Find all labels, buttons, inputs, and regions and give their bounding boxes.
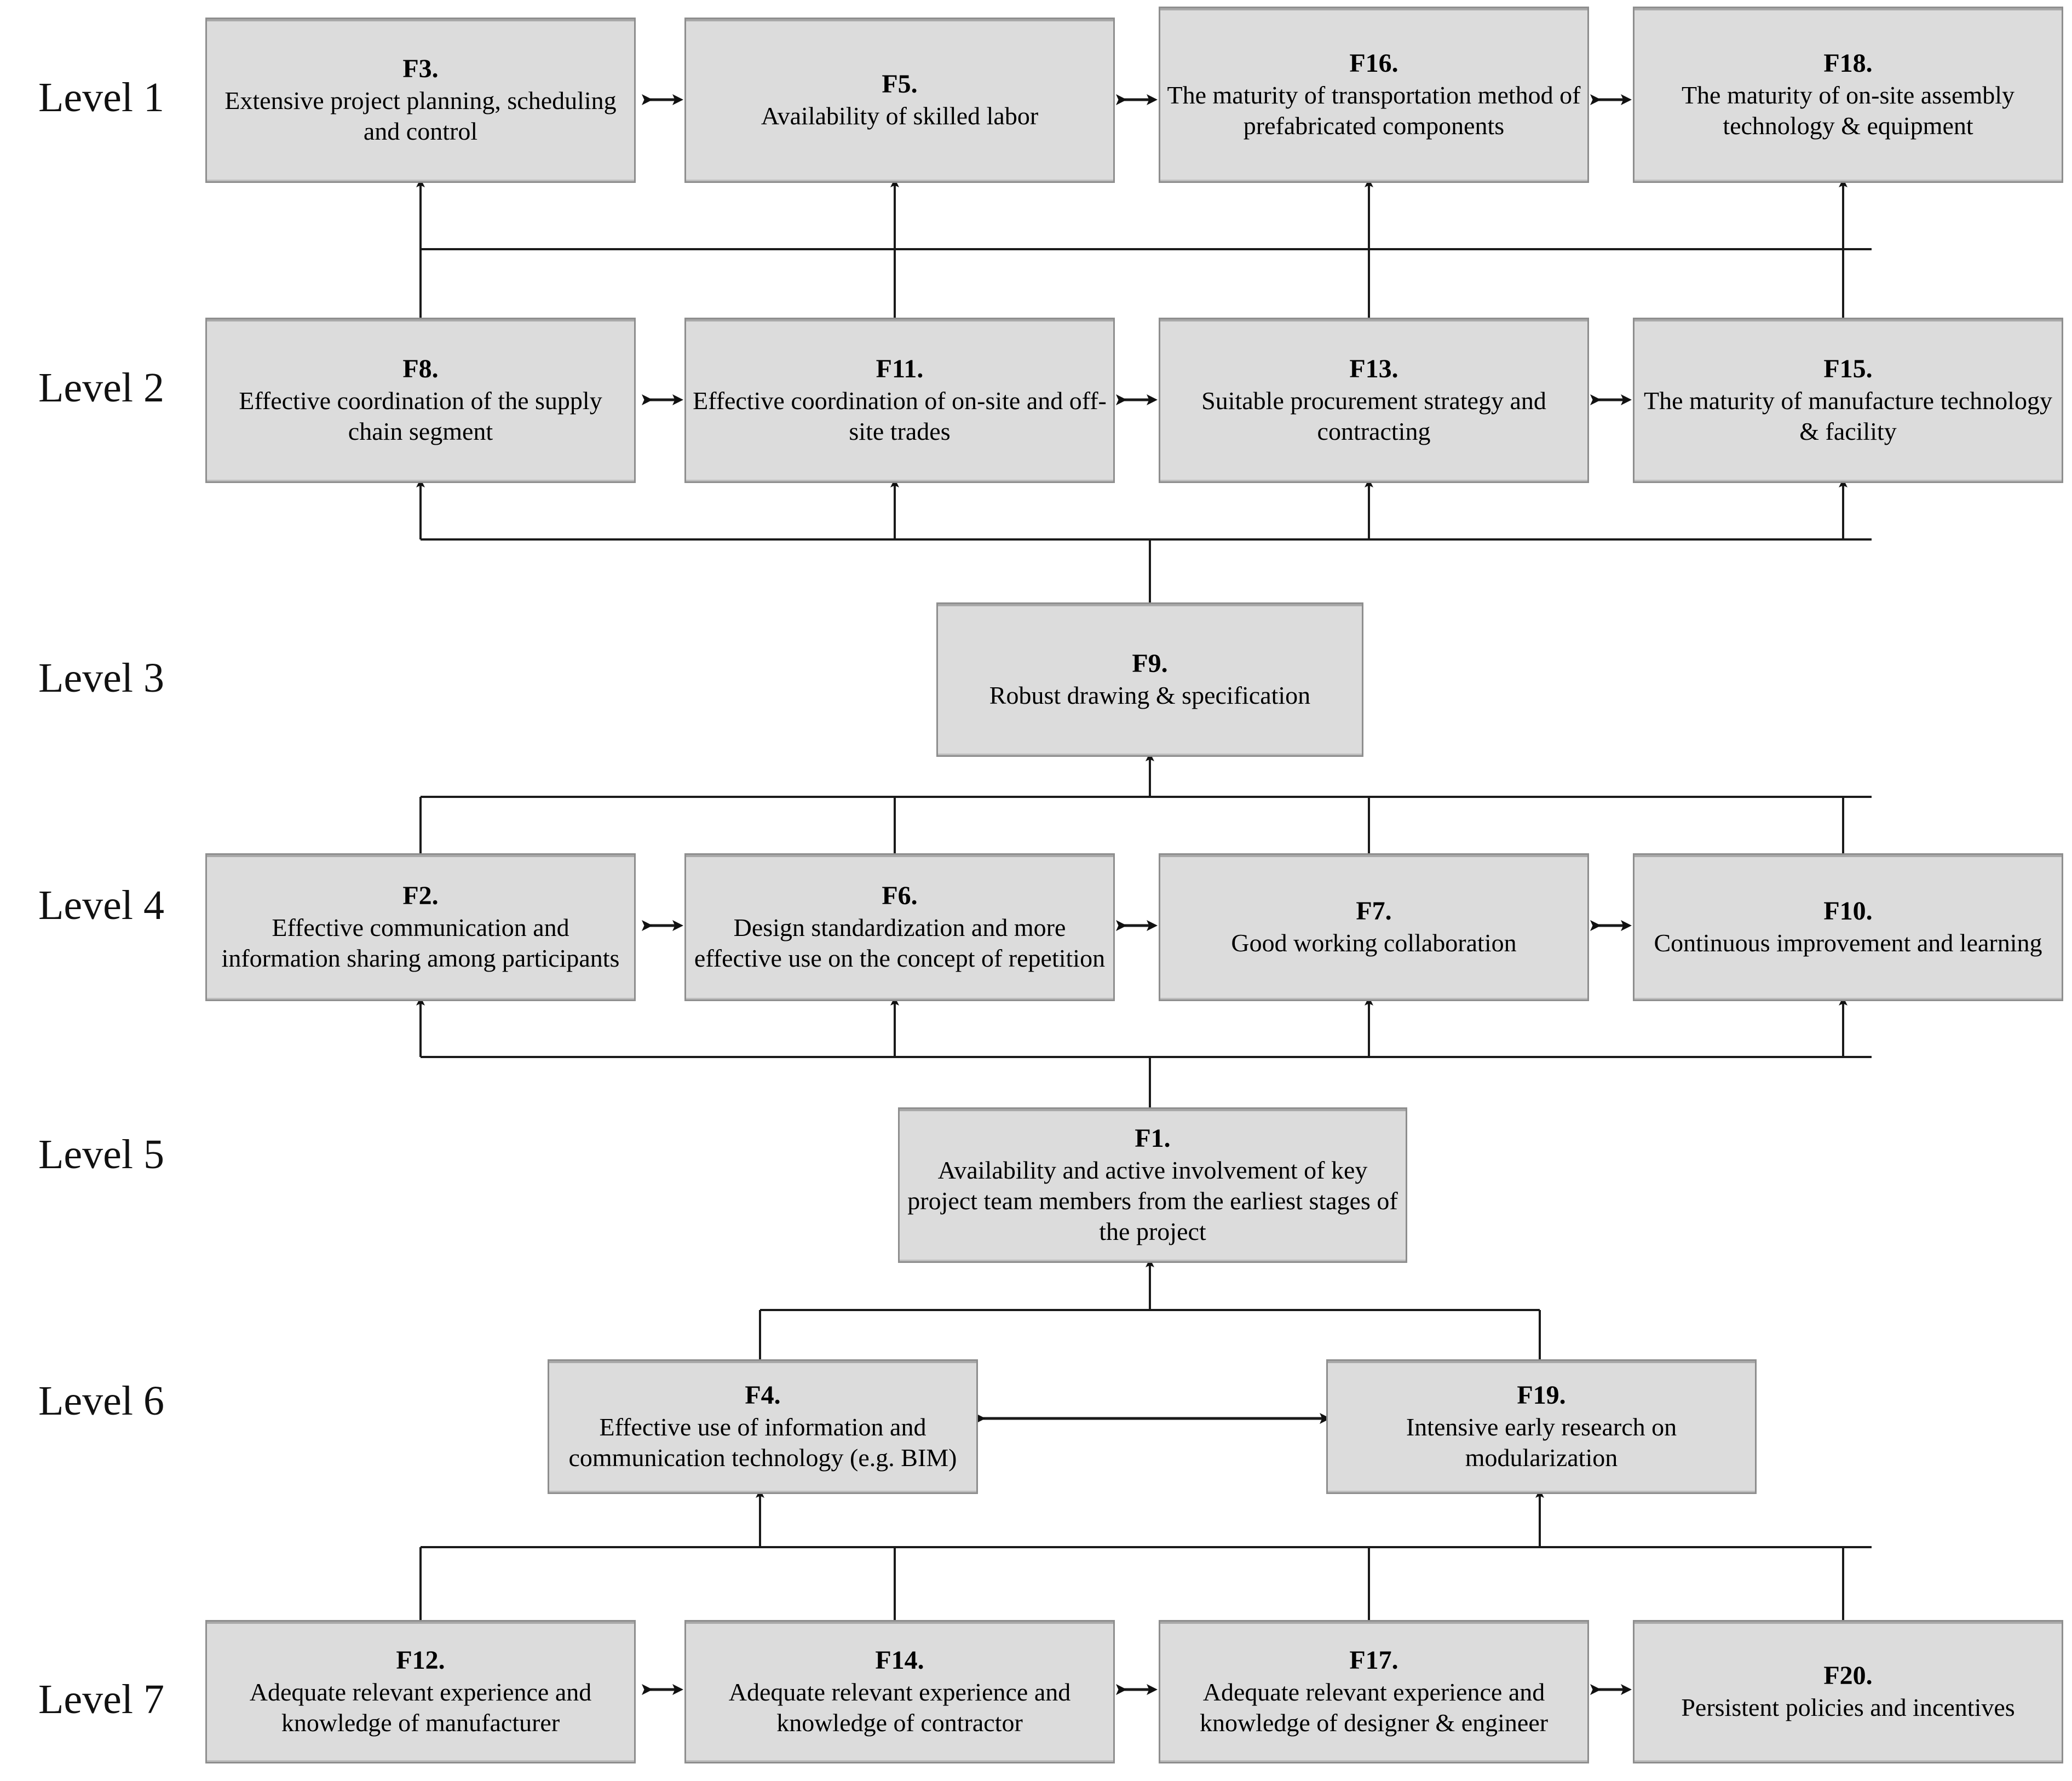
level-label-2: Level 2 (38, 365, 165, 411)
node-f6[interactable]: F6. Design standardization and more effe… (684, 853, 1115, 1001)
level-label-3: Level 3 (38, 655, 165, 701)
node-code: F11. (876, 354, 924, 383)
node-desc: Adequate relevant experience and knowled… (249, 1678, 592, 1737)
level-label-7: Level 7 (38, 1676, 165, 1722)
node-f19[interactable]: F19. Intensive early research on modular… (1326, 1359, 1757, 1494)
node-desc: Availability of skilled labor (761, 102, 1039, 130)
node-f20[interactable]: F20. Persistent policies and incentives (1633, 1620, 2063, 1763)
node-f13[interactable]: F13. Suitable procurement strategy and c… (1159, 318, 1589, 483)
node-f8[interactable]: F8. Effective coordination of the supply… (205, 318, 636, 483)
node-desc: Adequate relevant experience and knowled… (1199, 1678, 1549, 1737)
node-desc: Availability and active involvement of k… (907, 1156, 1398, 1246)
node-f14[interactable]: F14. Adequate relevant experience and kn… (684, 1620, 1115, 1763)
node-code: F4. (745, 1380, 781, 1410)
node-code: F17. (1349, 1645, 1398, 1675)
node-desc: Effective coordination of the supply cha… (239, 387, 602, 446)
node-desc: Robust drawing & specification (989, 681, 1311, 710)
node-desc: Continuous improvement and learning (1654, 929, 2042, 957)
node-f10[interactable]: F10. Continuous improvement and learning (1633, 853, 2063, 1001)
node-desc: The maturity of on-site assembly technol… (1681, 81, 2015, 140)
node-desc: Effective communication and information … (221, 914, 620, 973)
edge-level6-to-level5 (759, 1259, 1541, 1359)
node-f9[interactable]: F9. Robust drawing & specification (936, 602, 1363, 757)
node-code: F18. (1823, 48, 1873, 78)
node-f3[interactable]: F3. Extensive project planning, scheduli… (205, 18, 636, 183)
edge-level7-to-level6 (419, 1489, 1872, 1620)
level-label-5: Level 5 (38, 1131, 165, 1177)
node-code: F13. (1349, 354, 1398, 383)
node-code: F5. (882, 69, 918, 99)
node-f16[interactable]: F16. The maturity of transportation meth… (1159, 7, 1589, 183)
edge-level3-to-level2 (416, 479, 1872, 602)
node-desc: Good working collaboration (1231, 929, 1517, 957)
node-desc: Effective coordination of on-site and of… (693, 387, 1107, 446)
node-code: F16. (1349, 48, 1398, 78)
node-f2[interactable]: F2. Effective communication and informat… (205, 853, 636, 1001)
level-label-6: Level 6 (38, 1378, 165, 1424)
node-f18[interactable]: F18. The maturity of on-site assembly te… (1633, 7, 2063, 183)
edge-level5-to-level4 (416, 997, 1872, 1107)
node-f4[interactable]: F4. Effective use of information and com… (548, 1359, 978, 1494)
node-desc: Persistent policies and incentives (1681, 1693, 2015, 1722)
node-f15[interactable]: F15. The maturity of manufacture technol… (1633, 318, 2063, 483)
node-desc: Extensive project planning, scheduling a… (225, 87, 617, 146)
node-code: F19. (1517, 1380, 1566, 1410)
node-code: F20. (1823, 1661, 1873, 1690)
node-desc: The maturity of transportation method of… (1167, 81, 1581, 140)
node-code: F1. (1135, 1123, 1171, 1153)
node-desc: Suitable procurement strategy and contra… (1201, 387, 1546, 446)
node-f1[interactable]: F1. Availability and active involvement … (898, 1107, 1407, 1263)
node-code: F14. (875, 1645, 924, 1675)
node-code: F10. (1823, 896, 1873, 926)
level-label-1: Level 1 (38, 74, 165, 120)
node-desc: Effective use of information and communi… (568, 1413, 957, 1472)
node-f5[interactable]: F5. Availability of skilled labor (684, 18, 1115, 183)
node-code: F3. (402, 54, 439, 83)
node-code: F2. (402, 881, 439, 910)
node-desc: The maturity of manufacture technology &… (1644, 387, 2052, 446)
node-code: F8. (402, 354, 439, 383)
level-label-4: Level 4 (38, 882, 165, 928)
node-desc: Adequate relevant experience and knowled… (728, 1678, 1071, 1737)
node-desc: Design standardization and more effectiv… (694, 914, 1106, 973)
edge-level4-to-level3 (419, 752, 1872, 854)
edge-level2-to-level1 (416, 179, 1872, 318)
node-f12[interactable]: F12. Adequate relevant experience and kn… (205, 1620, 636, 1763)
node-code: F7. (1356, 896, 1392, 926)
node-code: F6. (882, 881, 918, 910)
node-code: F9. (1132, 648, 1168, 678)
node-desc: Intensive early research on modularizati… (1406, 1413, 1677, 1472)
node-code: F15. (1823, 354, 1873, 383)
node-f11[interactable]: F11. Effective coordination of on-site a… (684, 318, 1115, 483)
node-f17[interactable]: F17. Adequate relevant experience and kn… (1159, 1620, 1589, 1763)
node-code: F12. (396, 1645, 445, 1675)
node-f7[interactable]: F7. Good working collaboration (1159, 853, 1589, 1001)
